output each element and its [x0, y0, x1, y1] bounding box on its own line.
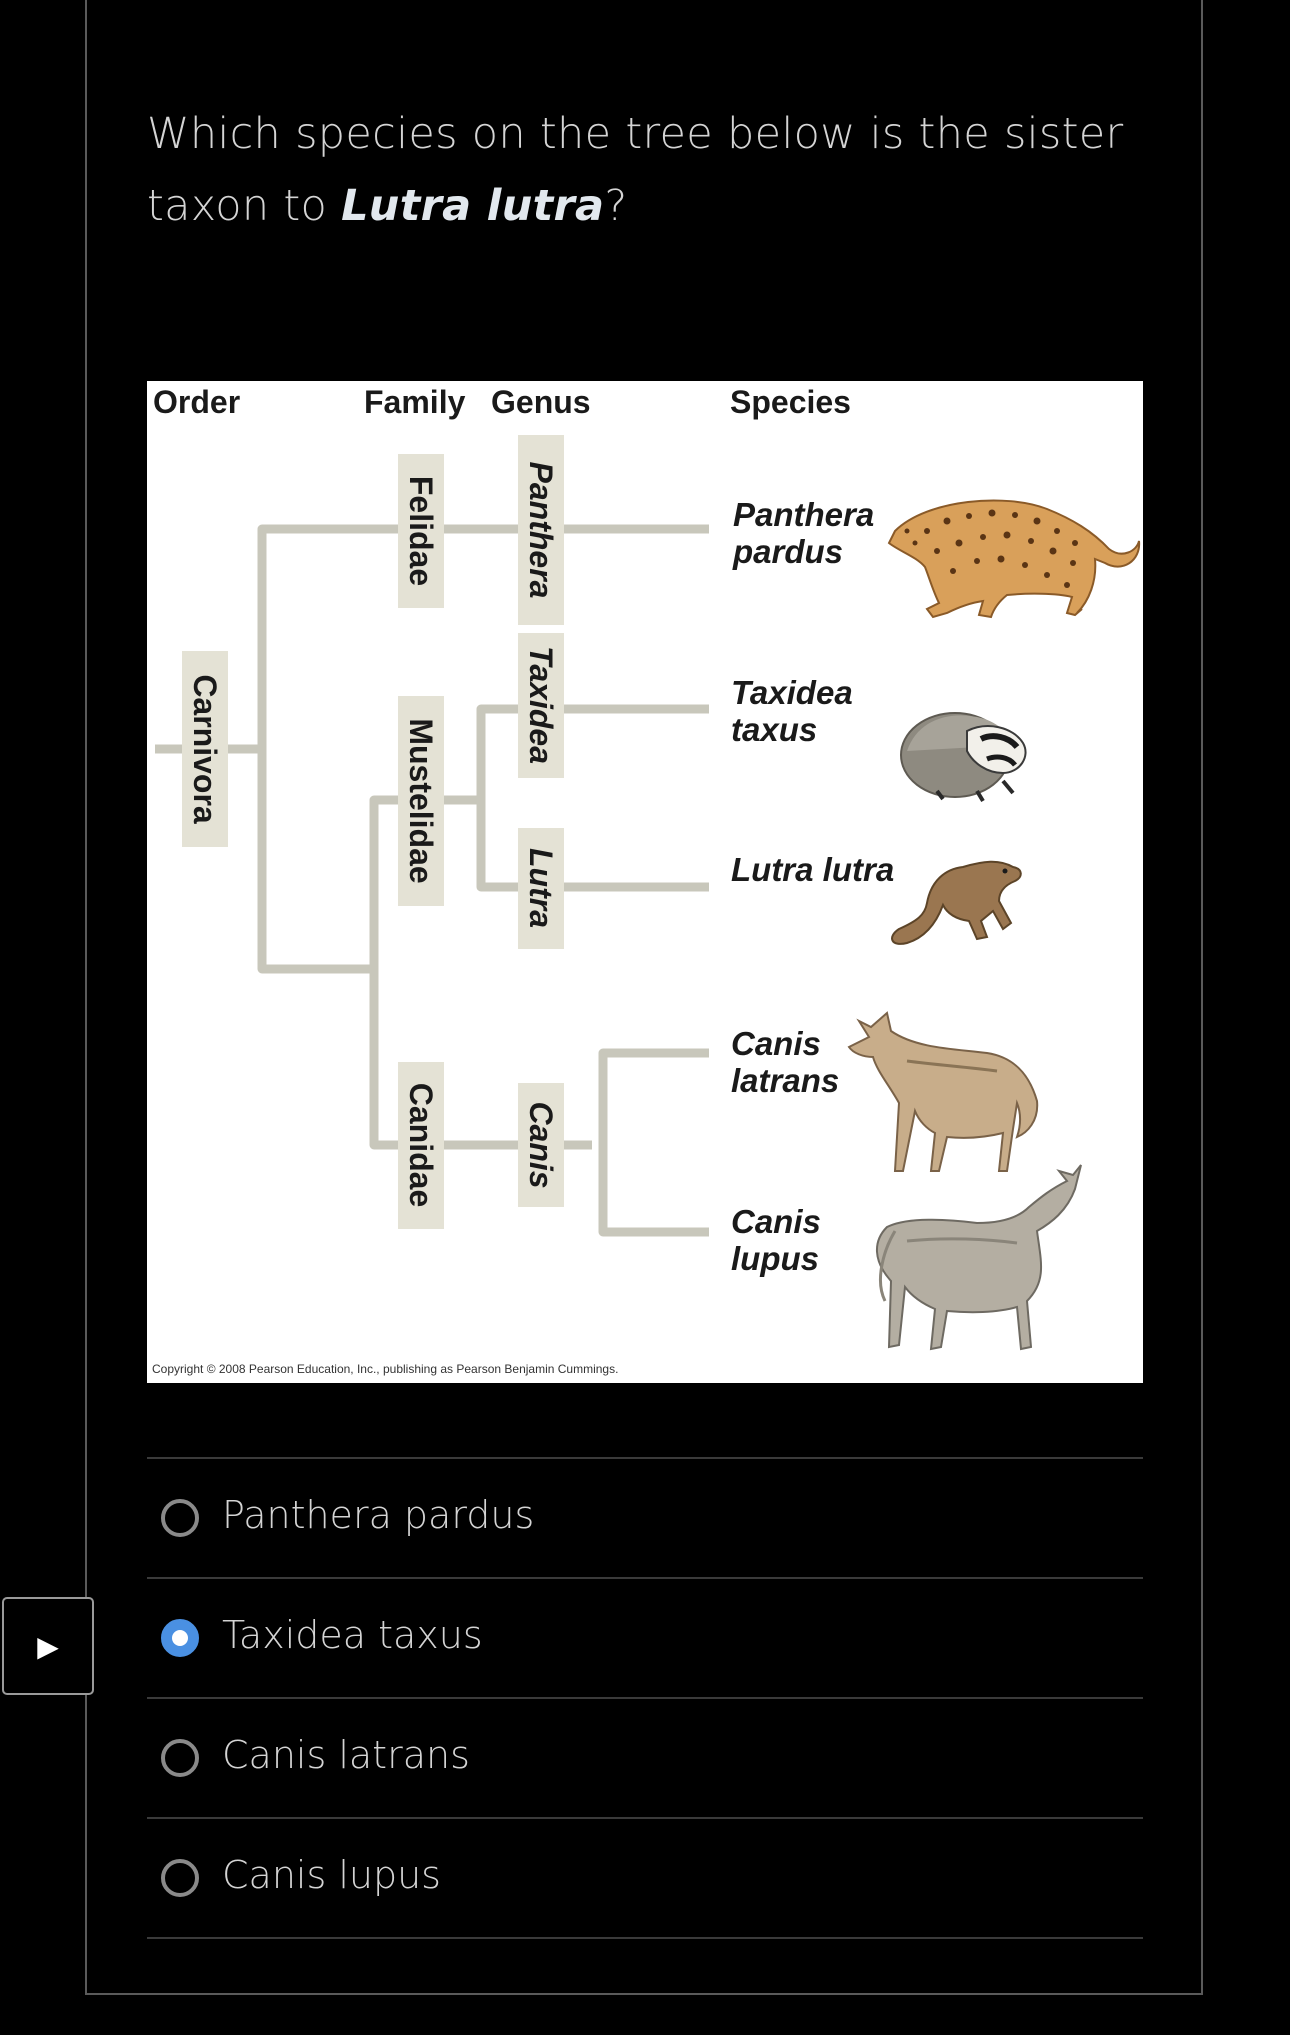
label-boxes: [182, 435, 564, 1229]
side-play-button[interactable]: ▶: [2, 1597, 94, 1695]
figure-copyright: Copyright © 2008 Pearson Education, Inc.…: [152, 1362, 618, 1376]
genus-box-panthera: [518, 435, 564, 625]
species-label-panthera-pardus-2: pardus: [732, 533, 843, 570]
genus-box-taxidea: [518, 633, 564, 778]
order-label-box: [182, 651, 228, 847]
play-icon: ▶: [37, 1630, 59, 1662]
options-top-divider: [147, 1457, 1143, 1459]
radio-button-canis-latrans[interactable]: [161, 1739, 199, 1777]
option-canis-lupus[interactable]: Canis lupus: [147, 1819, 1143, 1939]
option-panthera-pardus[interactable]: Panthera pardus: [147, 1459, 1143, 1579]
question-text-before: Which species on the tree below is the s…: [147, 109, 1124, 231]
phylogenetic-tree-figure: Order Family Genus Species Carnivora Fel…: [147, 381, 1143, 1383]
option-label: Taxidea taxus: [222, 1613, 483, 1657]
radio-button-taxidea-taxus[interactable]: [161, 1619, 199, 1657]
header-species: Species: [730, 384, 851, 420]
question-frame: [85, 0, 1203, 1995]
otter-icon: [891, 860, 1022, 945]
coyote-icon: [847, 1011, 1039, 1172]
family-label-mustelidae: Mustelidae: [403, 718, 439, 883]
family-box-felidae: [398, 454, 444, 608]
leopard-icon: [887, 499, 1141, 619]
question-emphasis: Lutra lutra: [341, 181, 605, 231]
option-canis-latrans[interactable]: Canis latrans: [147, 1699, 1143, 1819]
family-label-canidae: Canidae: [403, 1083, 439, 1207]
header-order: Order: [153, 384, 240, 420]
canis-species-branches: [598, 1048, 709, 1237]
genus-label-lutra: Lutra: [523, 848, 559, 928]
mustelid-species-branches: [476, 704, 709, 892]
option-taxidea-taxus[interactable]: Taxidea taxus: [147, 1579, 1143, 1699]
radio-button-canis-lupus[interactable]: [161, 1859, 199, 1897]
species-label-taxidea-taxus-2: taxus: [731, 711, 817, 748]
option-label: Canis lupus: [222, 1853, 441, 1897]
genus-label-panthera: Panthera: [523, 462, 559, 599]
question-text: Which species on the tree below is the s…: [147, 98, 1147, 242]
genus-box-canis: [518, 1083, 564, 1207]
genus-box-lutra: [518, 828, 564, 949]
family-box-canidae: [398, 1062, 444, 1229]
species-label-canis-lupus-2: lupus: [731, 1240, 819, 1277]
mustelidae-stem: [369, 795, 405, 969]
answer-options: Panthera pardus Taxidea taxus Canis latr…: [147, 1457, 1143, 1939]
family-box-mustelidae: [398, 696, 444, 906]
option-label: Panthera pardus: [222, 1493, 535, 1537]
question-text-after: ?: [604, 181, 628, 231]
header-genus: Genus: [491, 384, 591, 420]
species-label-canis-latrans-1: Canis: [731, 1025, 821, 1062]
species-label-panthera-pardus-1: Panthera: [733, 496, 874, 533]
species-label-lutra-lutra: Lutra lutra: [731, 851, 894, 888]
tree-diagram: Order Family Genus Species Carnivora Fel…: [152, 384, 1141, 1376]
wolf-icon: [875, 1164, 1082, 1351]
species-label-taxidea-taxus-1: Taxidea: [731, 674, 853, 711]
genus-label-canis: Canis: [523, 1101, 559, 1188]
species-label-canis-lupus-1: Canis: [731, 1203, 821, 1240]
felidae-branch: [257, 524, 709, 974]
genus-label-taxidea: Taxidea: [523, 646, 559, 764]
radio-button-panthera-pardus[interactable]: [161, 1499, 199, 1537]
order-label-carnivora: Carnivora: [187, 674, 223, 824]
option-label: Canis latrans: [222, 1733, 470, 1777]
badger-icon: [900, 712, 1027, 803]
family-label-felidae: Felidae: [403, 476, 439, 586]
header-family: Family: [364, 384, 466, 420]
species-label-canis-latrans-2: latrans: [731, 1062, 839, 1099]
